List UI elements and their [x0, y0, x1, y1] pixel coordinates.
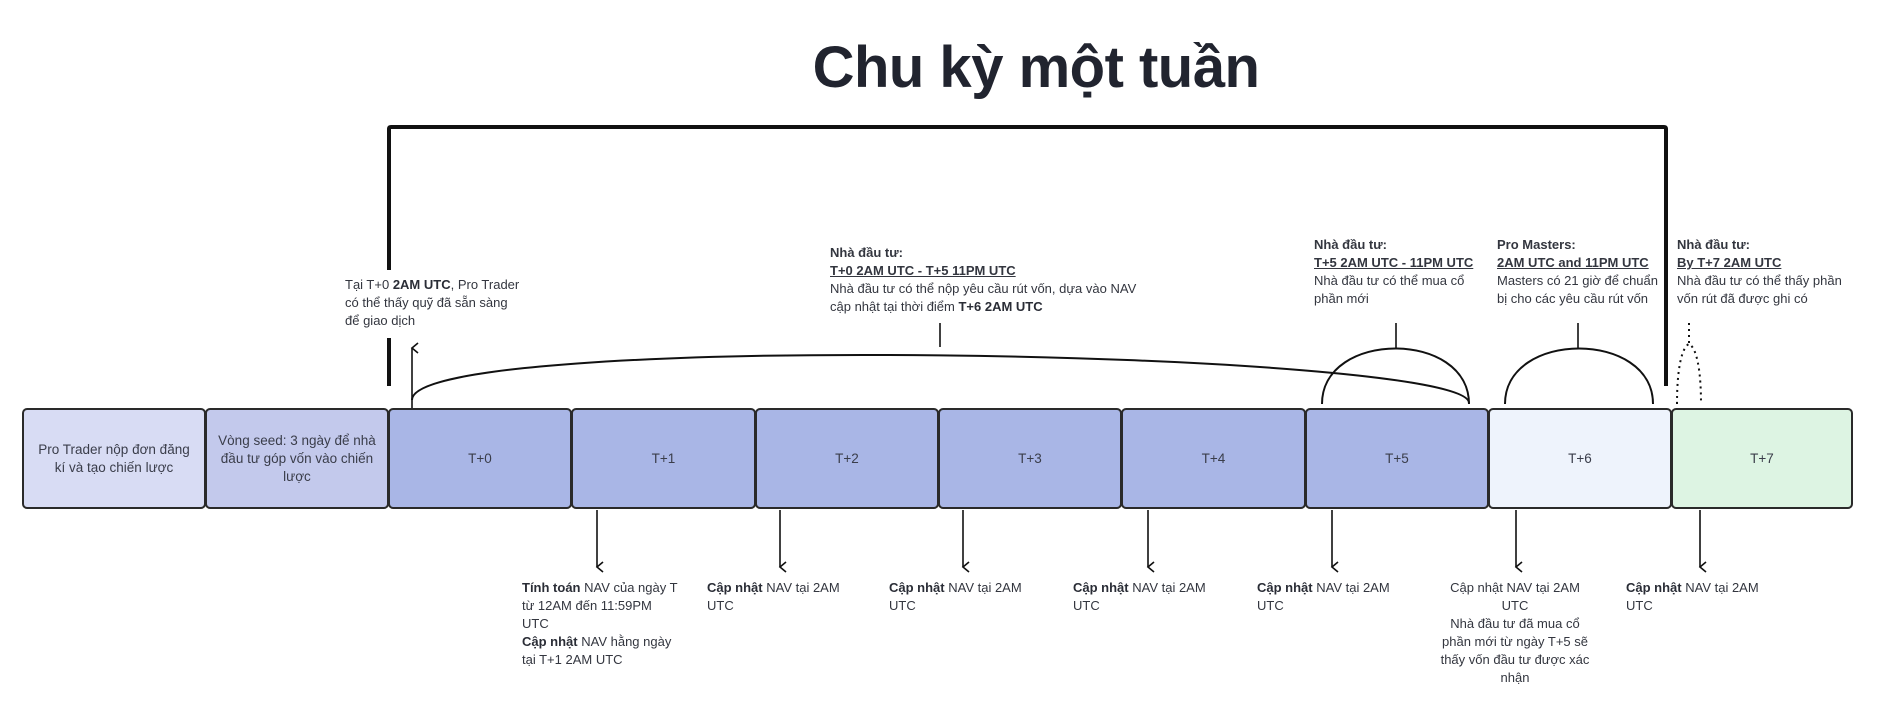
box-seed-round: Vòng seed: 3 ngày để nhà đầu tư góp vốn … [205, 408, 389, 509]
note-text: Nhà đầu tư có thể thấy phần vốn rút đã đ… [1677, 273, 1842, 306]
note-text: NAV tại 2AM UTC [889, 580, 1022, 613]
note-text: Tại T+0 [345, 277, 393, 292]
box-label: T+3 [1018, 450, 1042, 466]
note-withdraw-window: Nhà đầu tư: T+0 2AM UTC - T+5 11PM UTC N… [830, 244, 1150, 316]
note-text: , Pro Trader có thể thấy quỹ đã sẵn sàng… [345, 277, 520, 328]
note-buy-window: Nhà đầu tư: T+5 2AM UTC - 11PM UTC Nhà đ… [1314, 236, 1484, 308]
week-bracket [387, 125, 1668, 386]
note-window: By T+7 2AM UTC [1677, 255, 1782, 270]
note-text: NAV tại 2AM UTC [707, 580, 840, 613]
note-window: T+0 2AM UTC - T+5 11PM UTC [830, 263, 1016, 278]
note-heading: Nhà đầu tư: [830, 245, 903, 260]
note-bold: Cập nhật [707, 580, 763, 595]
note-bold: Cập nhật [1626, 580, 1682, 595]
box-label: T+7 [1750, 450, 1774, 466]
note-t4-nav: Cập nhật NAV tại 2AM UTC [1073, 579, 1213, 615]
note-text: Nhà đầu tư có thể nộp yêu cầu rút vốn, d… [830, 281, 1137, 314]
note-bold: Tính toán [522, 580, 581, 595]
note-window: 2AM UTC and 11PM UTC [1497, 255, 1649, 270]
note-bold: Cập nhật [522, 634, 578, 649]
box-t4: T+4 [1121, 408, 1306, 509]
down-arrows [595, 510, 1707, 573]
note-masters-window: Pro Masters: 2AM UTC and 11PM UTC Master… [1497, 236, 1667, 308]
note-heading: Nhà đầu tư: [1677, 237, 1750, 252]
box-t7: T+7 [1671, 408, 1853, 509]
note-t7-nav: Cập nhật NAV tại 2AM UTC [1626, 579, 1766, 615]
note-text: NAV hằng ngày tại T+1 2AM UTC [522, 634, 672, 667]
note-text: Masters có 21 giờ để chuẩn bị cho các yê… [1497, 273, 1659, 306]
box-t0: T+0 [388, 408, 572, 509]
note-bold: 2AM UTC [392, 277, 451, 292]
diagram-title: Chu kỳ một tuần [812, 35, 1260, 100]
note-text: NAV tại 2AM UTC [1626, 580, 1759, 613]
box-label: T+1 [651, 450, 676, 466]
note-t5-nav: Cập nhật NAV tại 2AM UTC [1257, 579, 1397, 615]
note-bold: T+6 2AM UTC [958, 299, 1043, 314]
masters-window-arc [1504, 347, 1654, 405]
note-text: NAV của ngày T từ 12AM đến 11:59PM UTC [522, 580, 678, 631]
note-text: NAV tại 2AM UTC [1257, 580, 1390, 613]
note-t6-nav: Cập nhật NAV tại 2AM UTC Nhà đầu tư đã m… [1440, 579, 1590, 687]
box-label: T+5 [1385, 450, 1409, 466]
note-t3-nav: Cập nhật NAV tại 2AM UTC [889, 579, 1029, 615]
note-t0-ready: Tại T+0 2AM UTC, Pro Trader có thể thấy … [345, 276, 525, 330]
note-heading: Nhà đầu tư: [1314, 237, 1387, 252]
box-label: Pro Trader nộp đơn đăng kí và tạo chiến … [38, 441, 190, 475]
box-t1: T+1 [571, 408, 756, 509]
box-t2: T+2 [755, 408, 939, 509]
box-label: T+4 [1201, 450, 1226, 466]
note-t2-nav: Cập nhật NAV tại 2AM UTC [707, 579, 847, 615]
box-label: Vòng seed: 3 ngày để nhà đầu tư góp vốn … [218, 432, 376, 484]
withdraw-window-arc [411, 353, 1470, 404]
note-text: Nhà đầu tư có thể mua cổ phần mới [1314, 273, 1465, 306]
box-t5: T+5 [1305, 408, 1489, 509]
box-application: Pro Trader nộp đơn đăng kí và tạo chiến … [22, 408, 206, 509]
box-label: T+0 [468, 450, 492, 466]
note-text: Nhà đầu tư đã mua cổ phần mới từ ngày T+… [1440, 616, 1590, 685]
box-label: T+2 [835, 450, 859, 466]
note-text: Cập nhật NAV tại 2AM UTC [1450, 580, 1580, 613]
note-heading: Pro Masters: [1497, 237, 1576, 252]
box-t6: T+6 [1488, 408, 1672, 509]
note-bold: Cập nhật [1257, 580, 1313, 595]
credited-dotted-arc [1676, 342, 1702, 405]
note-t1-nav: Tính toán NAV của ngày T từ 12AM đến 11:… [522, 579, 682, 669]
note-text: NAV tại 2AM UTC [1073, 580, 1206, 613]
note-bold: Cập nhật [889, 580, 945, 595]
note-bold: Cập nhật [1073, 580, 1129, 595]
note-window: T+5 2AM UTC - 11PM UTC [1314, 255, 1474, 270]
box-label: T+6 [1568, 450, 1592, 466]
buy-window-arc [1321, 347, 1470, 405]
note-credited: Nhà đầu tư: By T+7 2AM UTC Nhà đầu tư có… [1677, 236, 1852, 308]
box-t3: T+3 [938, 408, 1122, 509]
